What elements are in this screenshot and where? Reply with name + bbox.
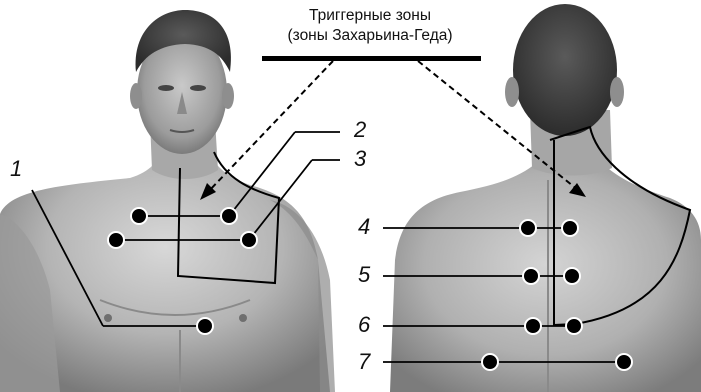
point-3b (241, 232, 257, 248)
back-head (513, 4, 617, 136)
front-right-nipple (239, 314, 247, 322)
front-right-eye (190, 85, 206, 91)
point-2a (131, 208, 147, 224)
point-2b (221, 208, 237, 224)
title-line-1: Триггерные зоны (230, 6, 510, 26)
label-4: 4 (358, 216, 370, 238)
point-4a (520, 220, 536, 236)
point-5b (564, 268, 580, 284)
point-6b (566, 318, 582, 334)
point-6a (525, 318, 541, 334)
point-7a (482, 354, 498, 370)
front-figure (0, 10, 335, 392)
label-2: 2 (354, 119, 366, 141)
back-figure (390, 4, 701, 392)
back-left-ear (505, 77, 519, 107)
label-6: 6 (358, 314, 370, 336)
title-bar (262, 56, 481, 61)
title-line-2: (зоны Захарьина-Геда) (230, 26, 510, 46)
arrow-front-line (208, 61, 333, 192)
label-7: 7 (358, 351, 370, 373)
label-5: 5 (358, 264, 370, 286)
front-left-nipple (104, 314, 112, 322)
point-3a (108, 232, 124, 248)
back-right-ear (610, 77, 624, 107)
front-left-ear (130, 83, 142, 109)
front-right-ear (222, 83, 234, 109)
label-1: 1 (10, 158, 22, 180)
label-3: 3 (354, 148, 366, 170)
point-7b (616, 354, 632, 370)
front-left-eye (158, 85, 174, 91)
point-5a (523, 268, 539, 284)
point-4b (562, 220, 578, 236)
point-1 (197, 318, 213, 334)
